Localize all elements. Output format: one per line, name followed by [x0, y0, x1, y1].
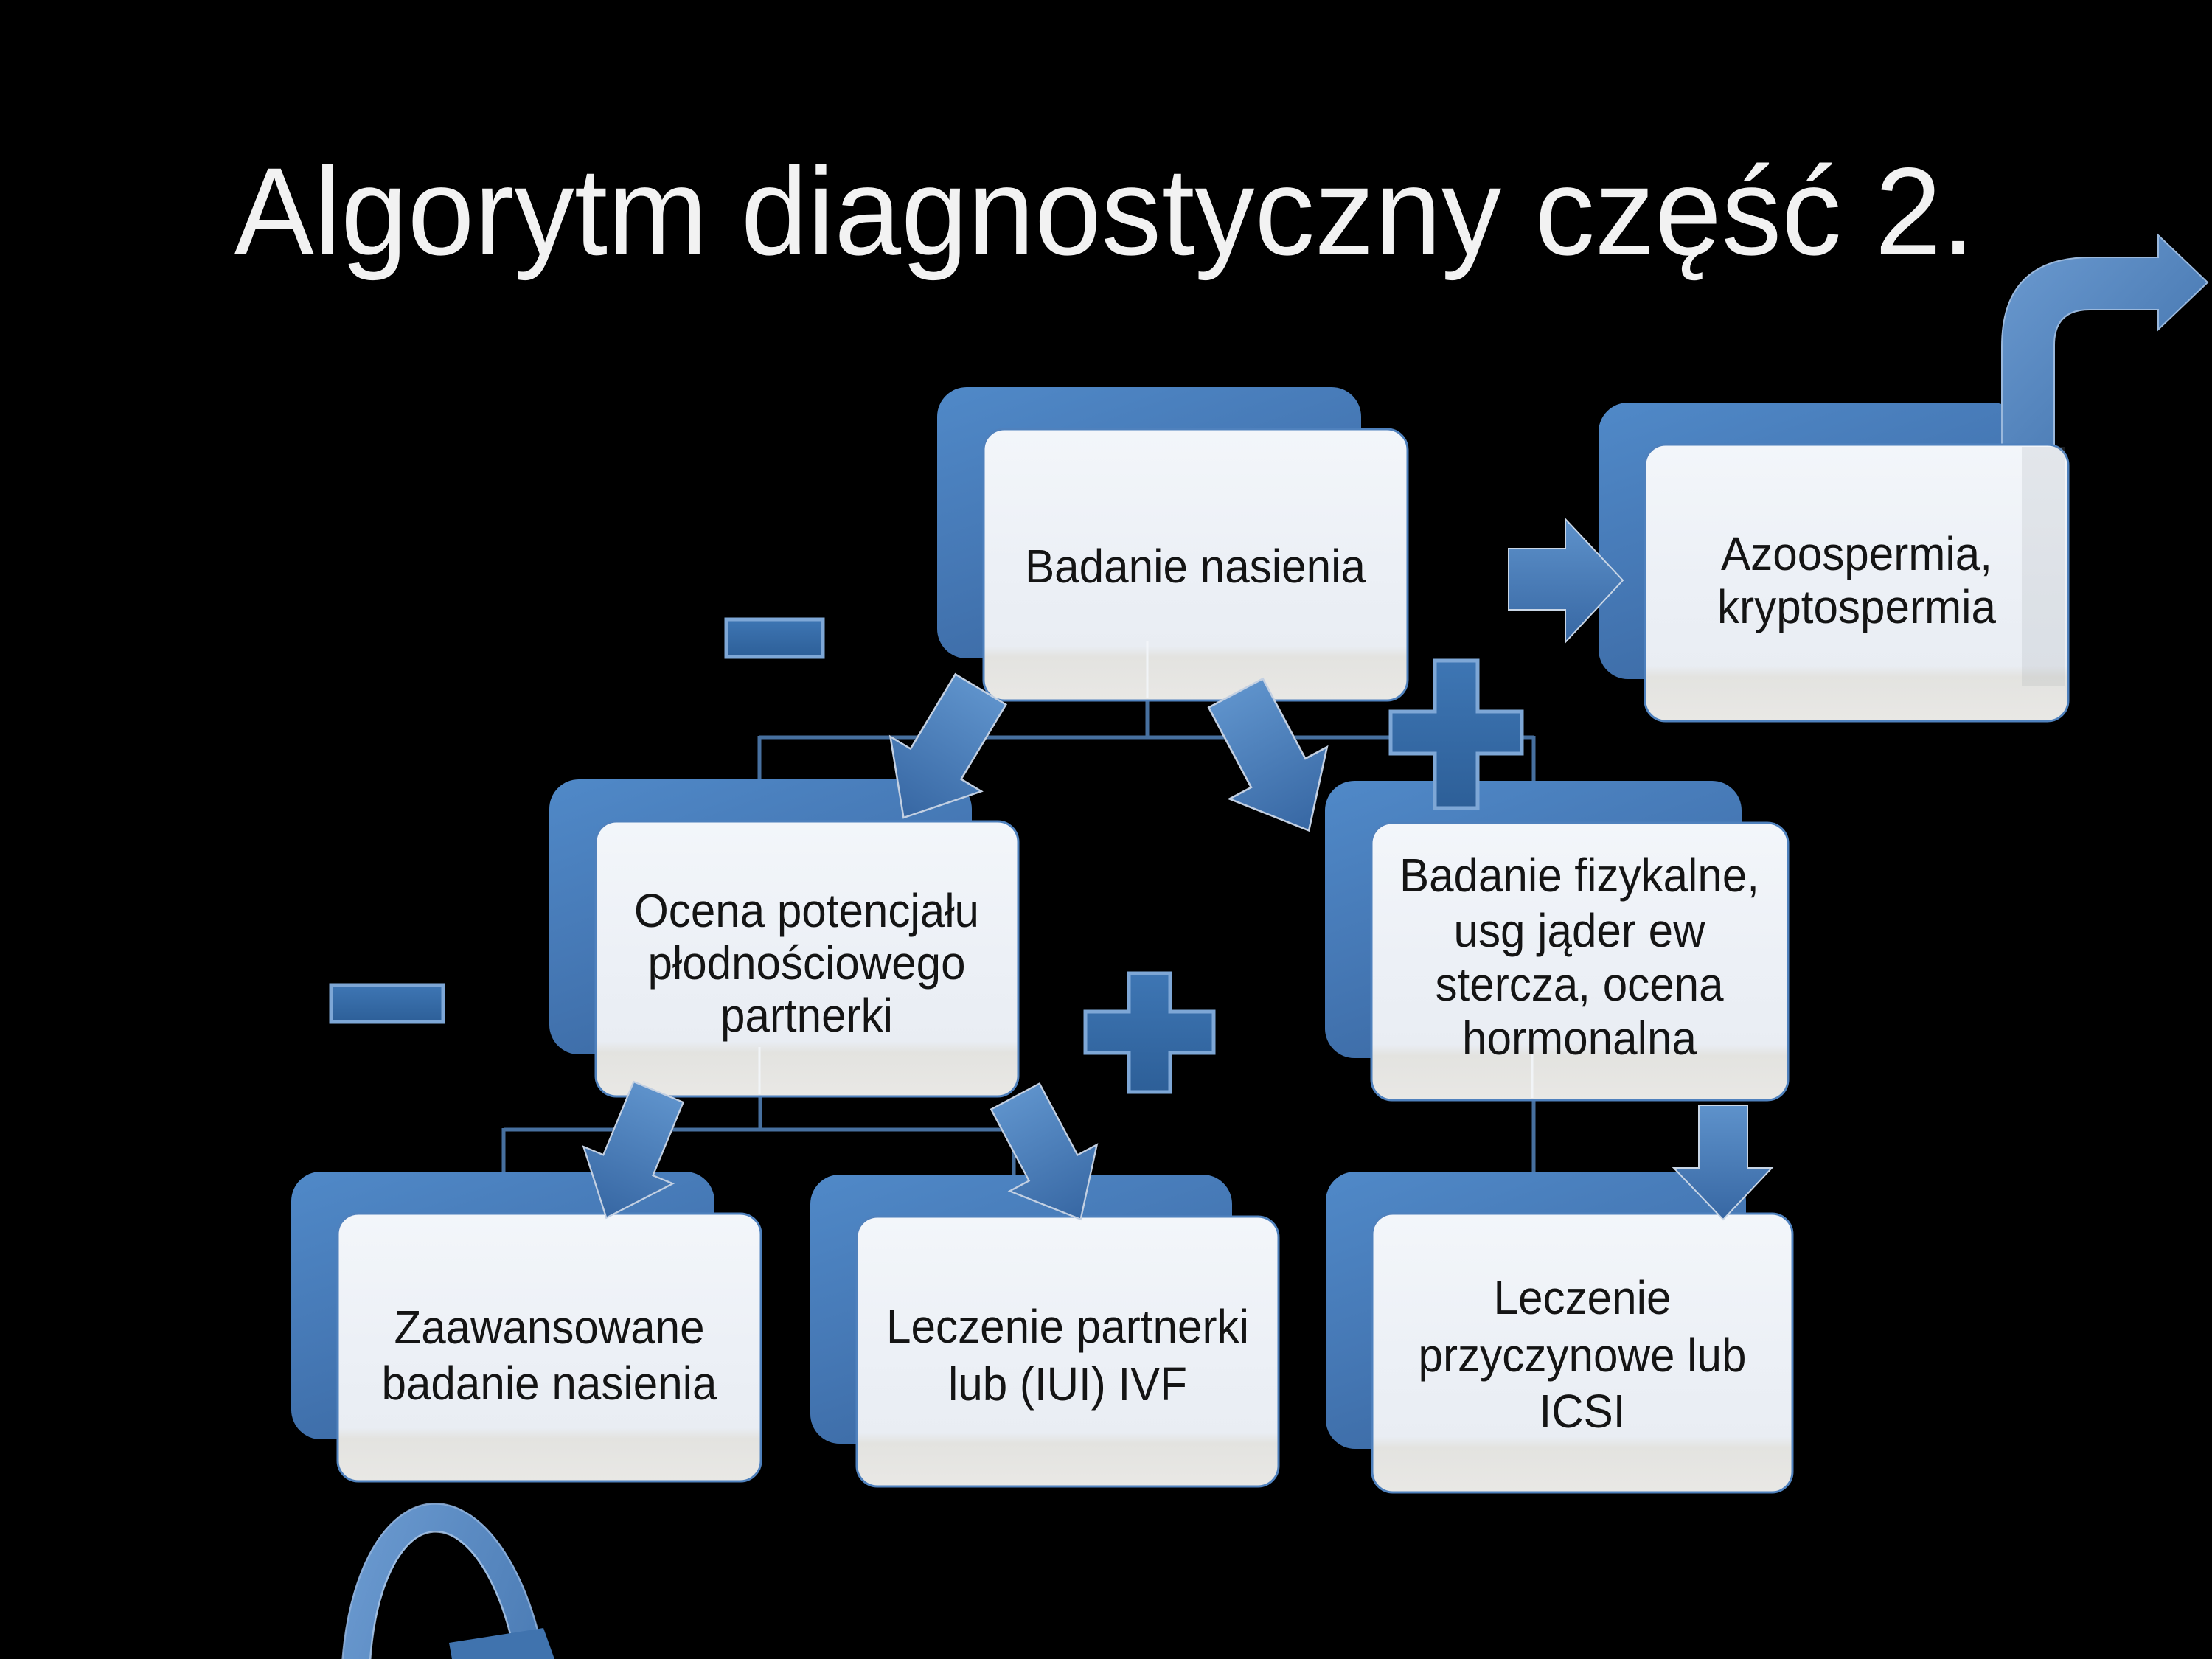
- svg-text:Badanie fizykalne,: Badanie fizykalne,: [1399, 849, 1759, 902]
- svg-text:Azoospermia,: Azoospermia,: [1721, 527, 1992, 580]
- svg-text:ICSI: ICSI: [1540, 1385, 1626, 1438]
- svg-text:kryptospermia: kryptospermia: [1717, 580, 1996, 633]
- svg-text:usg jąder ew: usg jąder ew: [1454, 904, 1706, 957]
- svg-text:Zaawansowane: Zaawansowane: [394, 1301, 705, 1354]
- svg-text:partnerki: partnerki: [720, 989, 893, 1042]
- svg-text:lub (IUI) IVF: lub (IUI) IVF: [948, 1357, 1187, 1411]
- svg-text:Badanie nasienia: Badanie nasienia: [1025, 540, 1366, 593]
- svg-text:badanie nasienia: badanie nasienia: [382, 1357, 717, 1410]
- svg-text:przyczynowe lub: przyczynowe lub: [1419, 1329, 1747, 1382]
- svg-text:Algorytm diagnostyczny część 2: Algorytm diagnostyczny część 2.: [234, 142, 1975, 281]
- svg-text:hormonalna: hormonalna: [1462, 1012, 1697, 1065]
- svg-text:Leczenie: Leczenie: [1494, 1271, 1672, 1324]
- svg-text:Ocena potencjału: Ocena potencjału: [634, 884, 979, 937]
- svg-text:stercza, ocena: stercza, ocena: [1436, 958, 1724, 1011]
- svg-text:Leczenie partnerki: Leczenie partnerki: [886, 1300, 1249, 1353]
- svg-text:płodnościowego: płodnościowego: [648, 936, 966, 990]
